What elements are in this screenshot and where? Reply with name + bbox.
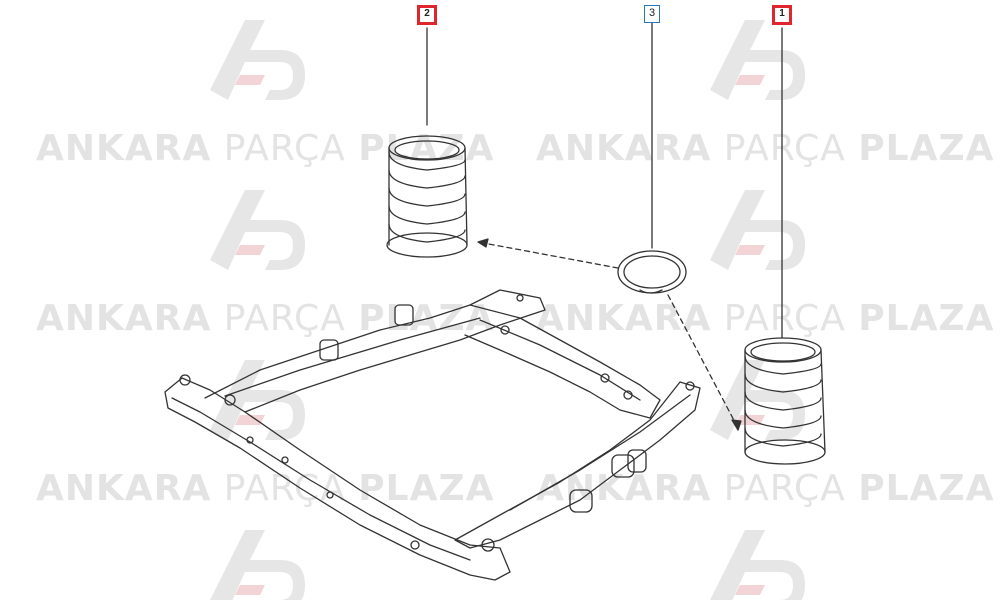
callout-3[interactable]: 3 bbox=[644, 5, 660, 23]
spring-seat-ring-3 bbox=[617, 250, 687, 294]
watermark-text: ANKARA PARÇA PLAZA bbox=[536, 298, 995, 339]
watermark-text: ANKARA PARÇA PLAZA bbox=[36, 128, 495, 169]
watermark-text: ANKARA PARÇA PLAZA bbox=[536, 128, 995, 169]
arrow-head bbox=[731, 419, 742, 431]
coil-spring-2 bbox=[386, 135, 468, 258]
watermark-text: ANKARA PARÇA PLAZA bbox=[536, 468, 995, 509]
coil-spring-1 bbox=[744, 337, 826, 465]
watermark-text: ANKARA PARÇA PLAZA bbox=[36, 468, 495, 509]
arrow-head bbox=[477, 238, 489, 248]
callout-1[interactable]: 1 bbox=[772, 5, 792, 25]
callout-2[interactable]: 2 bbox=[417, 5, 437, 25]
subframe bbox=[164, 289, 701, 581]
assembly-arrows bbox=[477, 241, 739, 429]
